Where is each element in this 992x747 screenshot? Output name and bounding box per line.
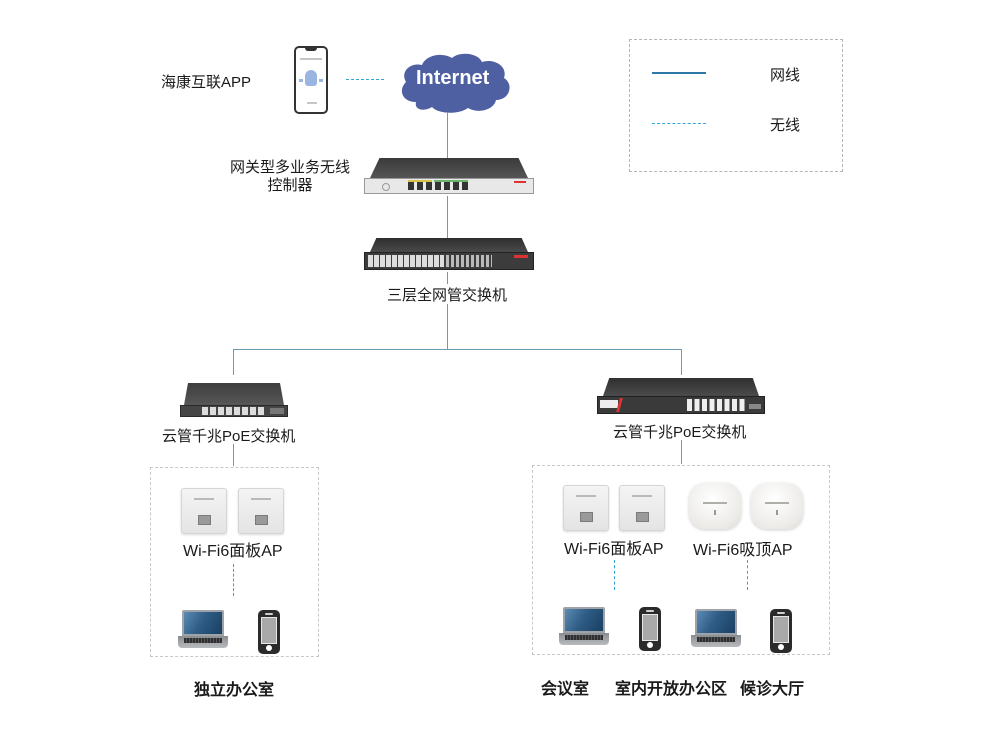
- left-area-label: 独立办公室: [194, 682, 275, 699]
- gateway-label-line1: 网关型多业务无线: [229, 159, 350, 176]
- right-ceiling-ap-1: [689, 483, 741, 529]
- legend-wired-label: 网线: [770, 67, 801, 84]
- gateway-label-line2: 控制器: [267, 177, 313, 194]
- right-laptop-icon-1: [559, 607, 609, 647]
- right-panel-ap-2: [619, 485, 665, 531]
- right-switch-ap-link: [681, 440, 682, 464]
- legend-wireless-label: 无线: [770, 117, 801, 134]
- core-switch-device: [364, 238, 534, 272]
- left-zone: [150, 467, 319, 657]
- right-zone: [532, 465, 830, 655]
- app-wireless-link: [346, 79, 384, 80]
- gateway-label: 网关型多业务无线 控制器: [220, 159, 360, 195]
- legend: 网线 无线: [629, 39, 843, 172]
- core-distribution-link-lower: [447, 304, 448, 349]
- gateway-switch-link: [447, 196, 448, 238]
- left-phone-icon: [258, 610, 280, 654]
- distribution-bar: [233, 349, 682, 350]
- mobile-app-phone-icon: [294, 46, 328, 114]
- right-ceiling-ap-label: Wi-Fi6吸顶AP: [693, 542, 793, 559]
- left-switch-ap-link: [233, 444, 234, 466]
- internet-cloud-icon: [401, 53, 510, 113]
- area-label-meeting-room: 会议室: [541, 681, 590, 698]
- right-branch-link: [681, 349, 682, 375]
- right-laptop-icon-2: [691, 609, 741, 649]
- right-phone-icon-2: [770, 609, 792, 653]
- right-ceiling-ap-wireless-link: [747, 560, 748, 590]
- left-panel-ap-label: Wi-Fi6面板AP: [183, 543, 283, 560]
- legend-wireless-line: [652, 123, 706, 124]
- left-poe-switch-label: 云管千兆PoE交换机: [162, 428, 296, 445]
- gateway-device: [364, 158, 534, 196]
- right-panel-ap-wireless-link: [614, 560, 615, 590]
- left-ap-wireless-link: [233, 564, 234, 596]
- left-panel-ap-2: [238, 488, 284, 534]
- right-phone-icon-1: [639, 607, 661, 651]
- area-label-waiting-hall: 候诊大厅: [740, 681, 805, 698]
- internet-label: Internet: [416, 67, 490, 89]
- right-panel-ap-label: Wi-Fi6面板AP: [564, 541, 664, 558]
- right-panel-ap-1: [563, 485, 609, 531]
- core-distribution-link: [447, 272, 448, 284]
- legend-wired-line: [652, 72, 706, 74]
- right-ceiling-ap-2: [751, 483, 803, 529]
- internet-gateway-link: [447, 112, 448, 160]
- area-label-open-office: 室内开放办公区: [615, 681, 728, 698]
- right-poe-switch-label: 云管千兆PoE交换机: [613, 424, 747, 441]
- left-poe-switch-device: [180, 383, 288, 419]
- app-label: 海康互联APP: [161, 74, 252, 91]
- left-branch-link: [233, 349, 234, 375]
- core-switch-label: 三层全网管交换机: [387, 287, 508, 304]
- left-panel-ap-1: [181, 488, 227, 534]
- right-poe-switch-device: [597, 378, 765, 416]
- left-laptop-icon: [178, 610, 228, 650]
